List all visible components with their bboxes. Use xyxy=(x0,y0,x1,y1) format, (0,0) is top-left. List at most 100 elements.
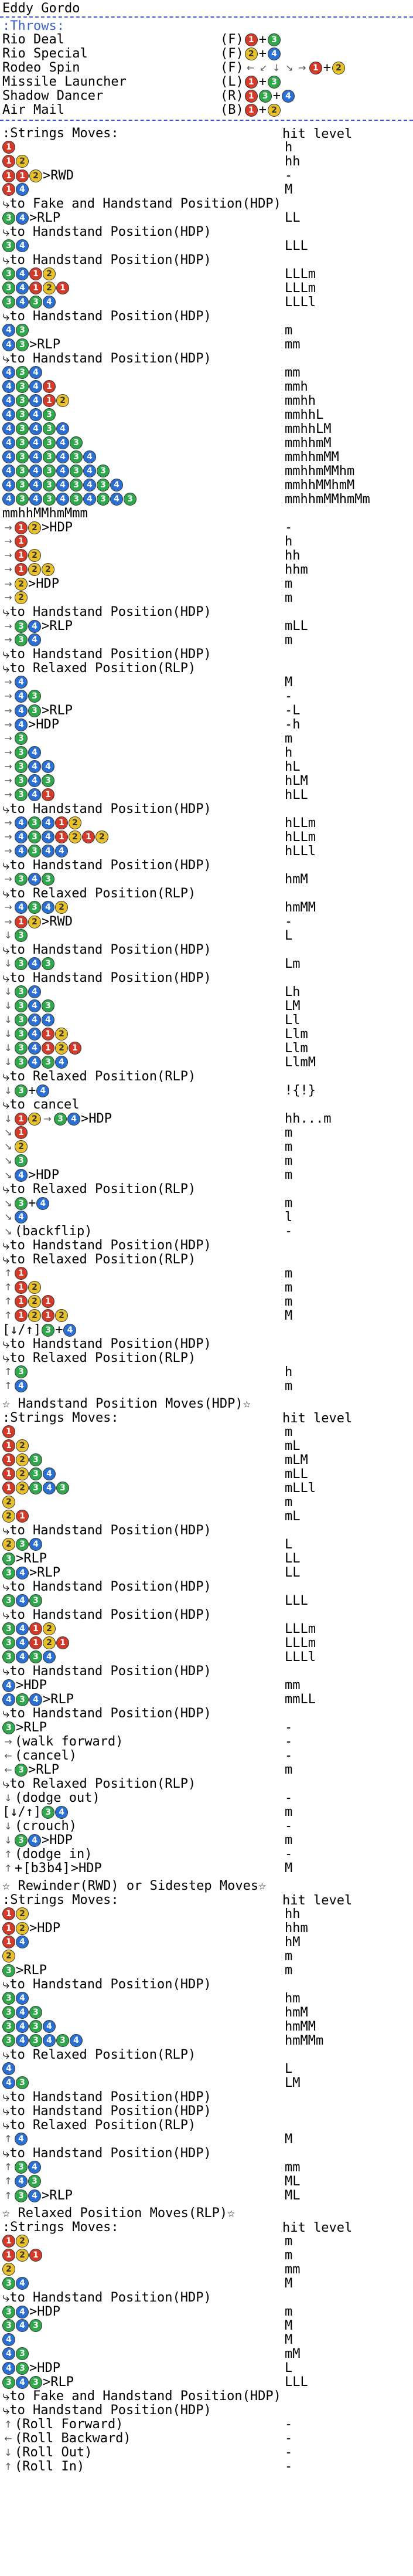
button-b4-icon: 4 xyxy=(42,816,54,829)
move-input: ↓3 xyxy=(2,929,28,942)
button-b3-icon: 3 xyxy=(15,620,28,633)
button-b4-icon: 4 xyxy=(43,1482,56,1494)
hit-level: L xyxy=(285,2062,293,2076)
move-input: ⤷to Relaxed Position(RLP) xyxy=(2,1070,196,1084)
move-row: ⤷to Handstand Position(HDP) xyxy=(2,802,409,816)
direction-arrow-icon: ↓ xyxy=(4,1113,12,1124)
move-text: (walk forward) xyxy=(15,1734,124,1749)
button-b1-icon: 1 xyxy=(244,104,258,117)
button-b4-icon: 4 xyxy=(28,999,41,1012)
button-b4-icon: 4 xyxy=(2,1693,15,1706)
direction-arrow-icon: → xyxy=(4,901,12,913)
move-text: + xyxy=(258,32,267,47)
throw-row: Air Mail(B)1+2 xyxy=(2,103,407,117)
move-text: [↓/↑] xyxy=(2,1805,42,1819)
hit-level-label: hit level xyxy=(282,127,353,141)
move-input: ↑4 xyxy=(2,1379,28,1392)
button-b1-icon: 1 xyxy=(15,1267,28,1280)
move-input: ⤷to Relaxed Position(RLP) xyxy=(2,2048,196,2062)
button-b3-icon: 3 xyxy=(15,2161,28,2174)
move-text: >RLP xyxy=(29,337,60,352)
move-row: ⤷to Relaxed Position(RLP) xyxy=(2,1253,409,1267)
direction-arrow-icon: → xyxy=(4,621,12,632)
move-text: >RWD xyxy=(42,914,73,929)
button-b4-icon: 4 xyxy=(56,493,69,506)
button-b3-icon: 3 xyxy=(268,76,281,89)
hit-level: LlmM xyxy=(285,1055,316,1070)
button-b3-icon: 3 xyxy=(43,408,56,421)
direction-arrow-icon: ↓ xyxy=(4,1085,12,1096)
hit-level: M xyxy=(285,2319,293,2333)
move-input: ↑3 xyxy=(2,1365,28,1378)
button-b4-icon: 4 xyxy=(2,380,15,393)
move-text: >RLP xyxy=(29,211,60,225)
button-b4-icon: 4 xyxy=(15,718,28,731)
button-b4-icon: 4 xyxy=(28,1014,41,1026)
hit-level: mLLl xyxy=(285,1481,316,1496)
direction-arrow-icon: → xyxy=(298,62,306,73)
hit-level: hLM xyxy=(285,774,308,788)
button-b2-icon: 2 xyxy=(16,1482,29,1494)
button-b4-icon: 4 xyxy=(15,2175,28,2188)
button-b2-icon: 2 xyxy=(28,549,41,562)
button-b1-icon: 1 xyxy=(2,170,15,182)
button-b3-icon: 3 xyxy=(43,465,56,477)
button-b2-icon: 2 xyxy=(43,1636,56,1649)
move-text: [↓/↑] xyxy=(2,1323,42,1337)
direction-arrow-icon: ↑ xyxy=(4,1366,12,1377)
button-b4-icon: 4 xyxy=(2,493,15,506)
button-b1-icon: 1 xyxy=(43,380,56,393)
move-input: ⤷to Handstand Position(HDP) xyxy=(2,2104,211,2119)
hit-level: - xyxy=(285,2445,293,2460)
throw-name: Missile Launcher xyxy=(2,74,127,89)
hit-level: mm xyxy=(285,1678,301,1693)
move-text: >RLP xyxy=(43,2375,74,2389)
move-row: ⤷to Handstand Position(HDP) xyxy=(2,2147,409,2161)
hit-level: Llm xyxy=(285,1041,308,1056)
button-b4-icon: 4 xyxy=(282,90,295,103)
button-b4-icon: 4 xyxy=(28,1834,41,1847)
divider xyxy=(0,120,413,121)
move-row: 3>RLP- xyxy=(2,1721,409,1735)
button-b4-icon: 4 xyxy=(15,1211,28,1223)
hit-level: m xyxy=(285,1266,293,1281)
button-b1-icon: 1 xyxy=(69,1042,81,1055)
move-input: ⤷to Handstand Position(HDP) xyxy=(2,648,211,662)
move-row: ←(Roll Backward)- xyxy=(2,2432,409,2446)
direction-arrow-icon: ↘ xyxy=(4,1141,12,1152)
hit-level-label: hit level xyxy=(282,1411,353,1426)
move-text: + xyxy=(258,103,267,117)
direction-arrow-icon: ↘ xyxy=(4,1198,12,1209)
move-text: ⤷to Handstand Position(HDP) xyxy=(2,2290,211,2305)
throw-input: (F)←↙↓↘→1+2 xyxy=(220,61,345,75)
button-b3-icon: 3 xyxy=(15,985,28,998)
move-text: (backflip) xyxy=(15,1224,93,1239)
hit-level: LM xyxy=(285,999,301,1014)
hit-level: M xyxy=(285,1861,293,1876)
button-b4-icon: 4 xyxy=(29,436,42,449)
